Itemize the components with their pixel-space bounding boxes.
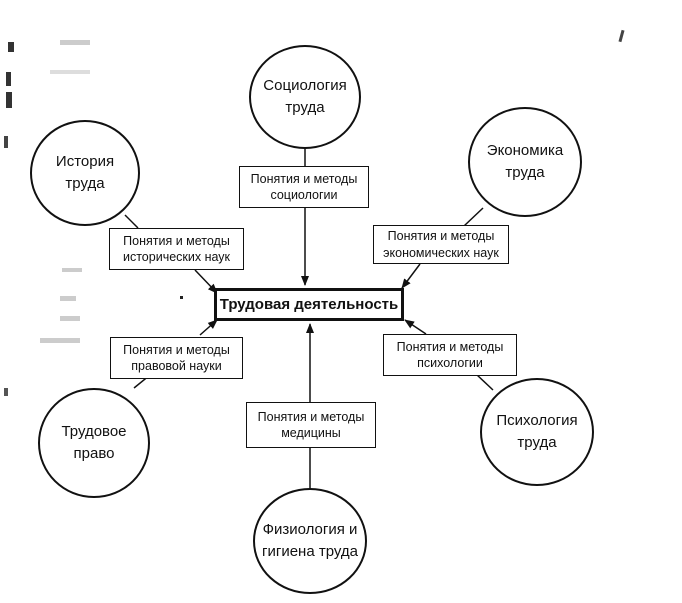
scan-artifact: [62, 268, 82, 272]
scan-artifact: [4, 388, 8, 396]
edge-psychology-arrow: [404, 319, 427, 335]
scan-artifact: [60, 40, 90, 45]
scan-artifact: [50, 70, 90, 74]
edge-psychology-circle: [475, 373, 494, 391]
methods-box-law: Понятия и методы правовой науки: [110, 337, 243, 379]
node-history: История труда: [30, 120, 140, 226]
scan-artifact: [60, 296, 76, 301]
edge-history-circle: [124, 214, 139, 229]
node-physiology: Физиология и гигиена труда: [253, 488, 367, 594]
edge-history-arrow: [194, 269, 218, 294]
scan-artifact: [4, 136, 8, 148]
scan-artifact: [180, 296, 183, 299]
central-node: Трудовая деятельность: [214, 288, 404, 321]
node-sociology: Социология труда: [249, 45, 361, 149]
edge-economics-circle: [463, 207, 484, 227]
methods-box-history: Понятия и методы исторических наук: [109, 228, 244, 270]
methods-box-psychology: Понятия и методы психологии: [383, 334, 517, 376]
scan-artifact: [6, 72, 11, 86]
edge-economics-arrow: [401, 263, 421, 289]
scan-artifact: [8, 42, 14, 52]
node-law: Трудовое право: [38, 388, 150, 498]
methods-box-sociology: Понятия и методы социологии: [239, 166, 369, 208]
node-economics: Экономика труда: [468, 107, 582, 217]
scan-artifact: [6, 92, 12, 108]
methods-box-physiology: Понятия и методы медицины: [246, 402, 376, 448]
scan-artifact: [60, 316, 80, 321]
node-psychology: Психология труда: [480, 378, 594, 486]
scan-artifact: [40, 338, 80, 343]
edge-law-arrow: [199, 319, 218, 336]
methods-box-economics: Понятия и методы экономических наук: [373, 225, 509, 264]
